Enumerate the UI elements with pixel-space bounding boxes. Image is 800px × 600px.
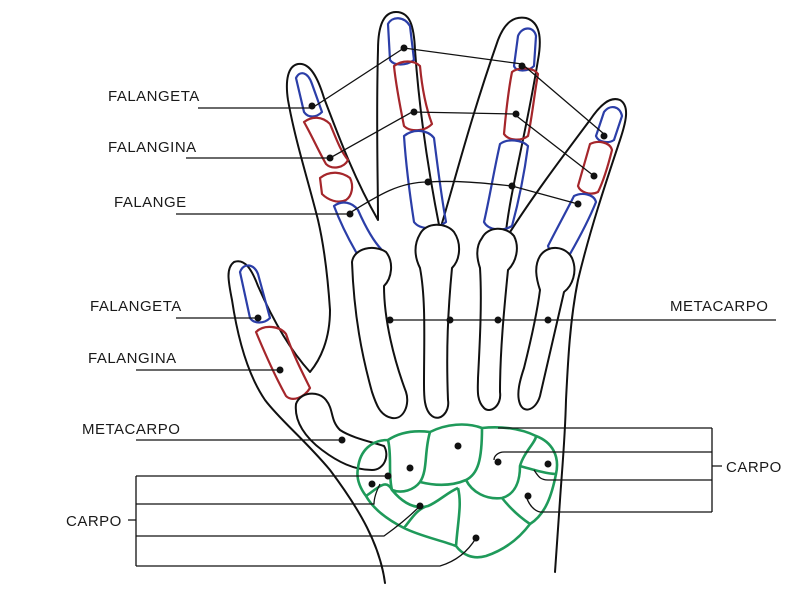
dot <box>513 111 520 118</box>
dot <box>417 503 424 510</box>
label-carpo-right: CARPO <box>726 459 782 476</box>
leader-carpo-left <box>128 476 476 566</box>
label-falangina-thumb: FALANGINA <box>88 350 177 367</box>
index-metacarpal <box>352 248 407 418</box>
dot <box>509 183 516 190</box>
dot <box>387 317 394 324</box>
dot <box>327 155 334 162</box>
dot <box>495 317 502 324</box>
label-falangina-finger: FALANGINA <box>108 139 197 156</box>
dot <box>519 63 526 70</box>
dot <box>601 133 608 140</box>
dot <box>545 461 552 468</box>
leader-falangina-finger <box>186 112 594 176</box>
leader-falangeta-finger <box>198 48 604 134</box>
index-proximal-head <box>320 173 352 202</box>
dot <box>425 179 432 186</box>
dot <box>447 317 454 324</box>
thumb-metacarpal <box>296 394 387 470</box>
dot <box>385 473 392 480</box>
label-metacarpo-left: METACARPO <box>82 421 180 438</box>
dot <box>545 317 552 324</box>
dot <box>309 103 316 110</box>
dot <box>455 443 462 450</box>
dot <box>473 535 480 542</box>
label-falangeta-finger: FALANGETA <box>108 88 200 105</box>
dot <box>347 211 354 218</box>
little-proximal-phalanx <box>548 194 596 256</box>
dot <box>411 109 418 116</box>
label-carpo-left: CARPO <box>66 513 122 530</box>
dot <box>525 493 532 500</box>
dot <box>401 45 408 52</box>
dot <box>407 465 414 472</box>
middle-middle-phalanx <box>394 62 432 131</box>
dot <box>575 201 582 208</box>
dot <box>277 367 284 374</box>
dot <box>369 481 376 488</box>
thumb-distal-phalanx <box>240 265 270 322</box>
dot <box>255 315 262 322</box>
middle-distal-phalanx <box>388 18 414 64</box>
dot <box>495 459 502 466</box>
label-metacarpo-right: METACARPO <box>670 298 768 315</box>
dot <box>591 173 598 180</box>
dot <box>339 437 346 444</box>
label-falangeta-thumb: FALANGETA <box>90 298 182 315</box>
little-distal-phalanx <box>596 107 622 142</box>
label-falange-finger: FALANGE <box>114 194 187 211</box>
